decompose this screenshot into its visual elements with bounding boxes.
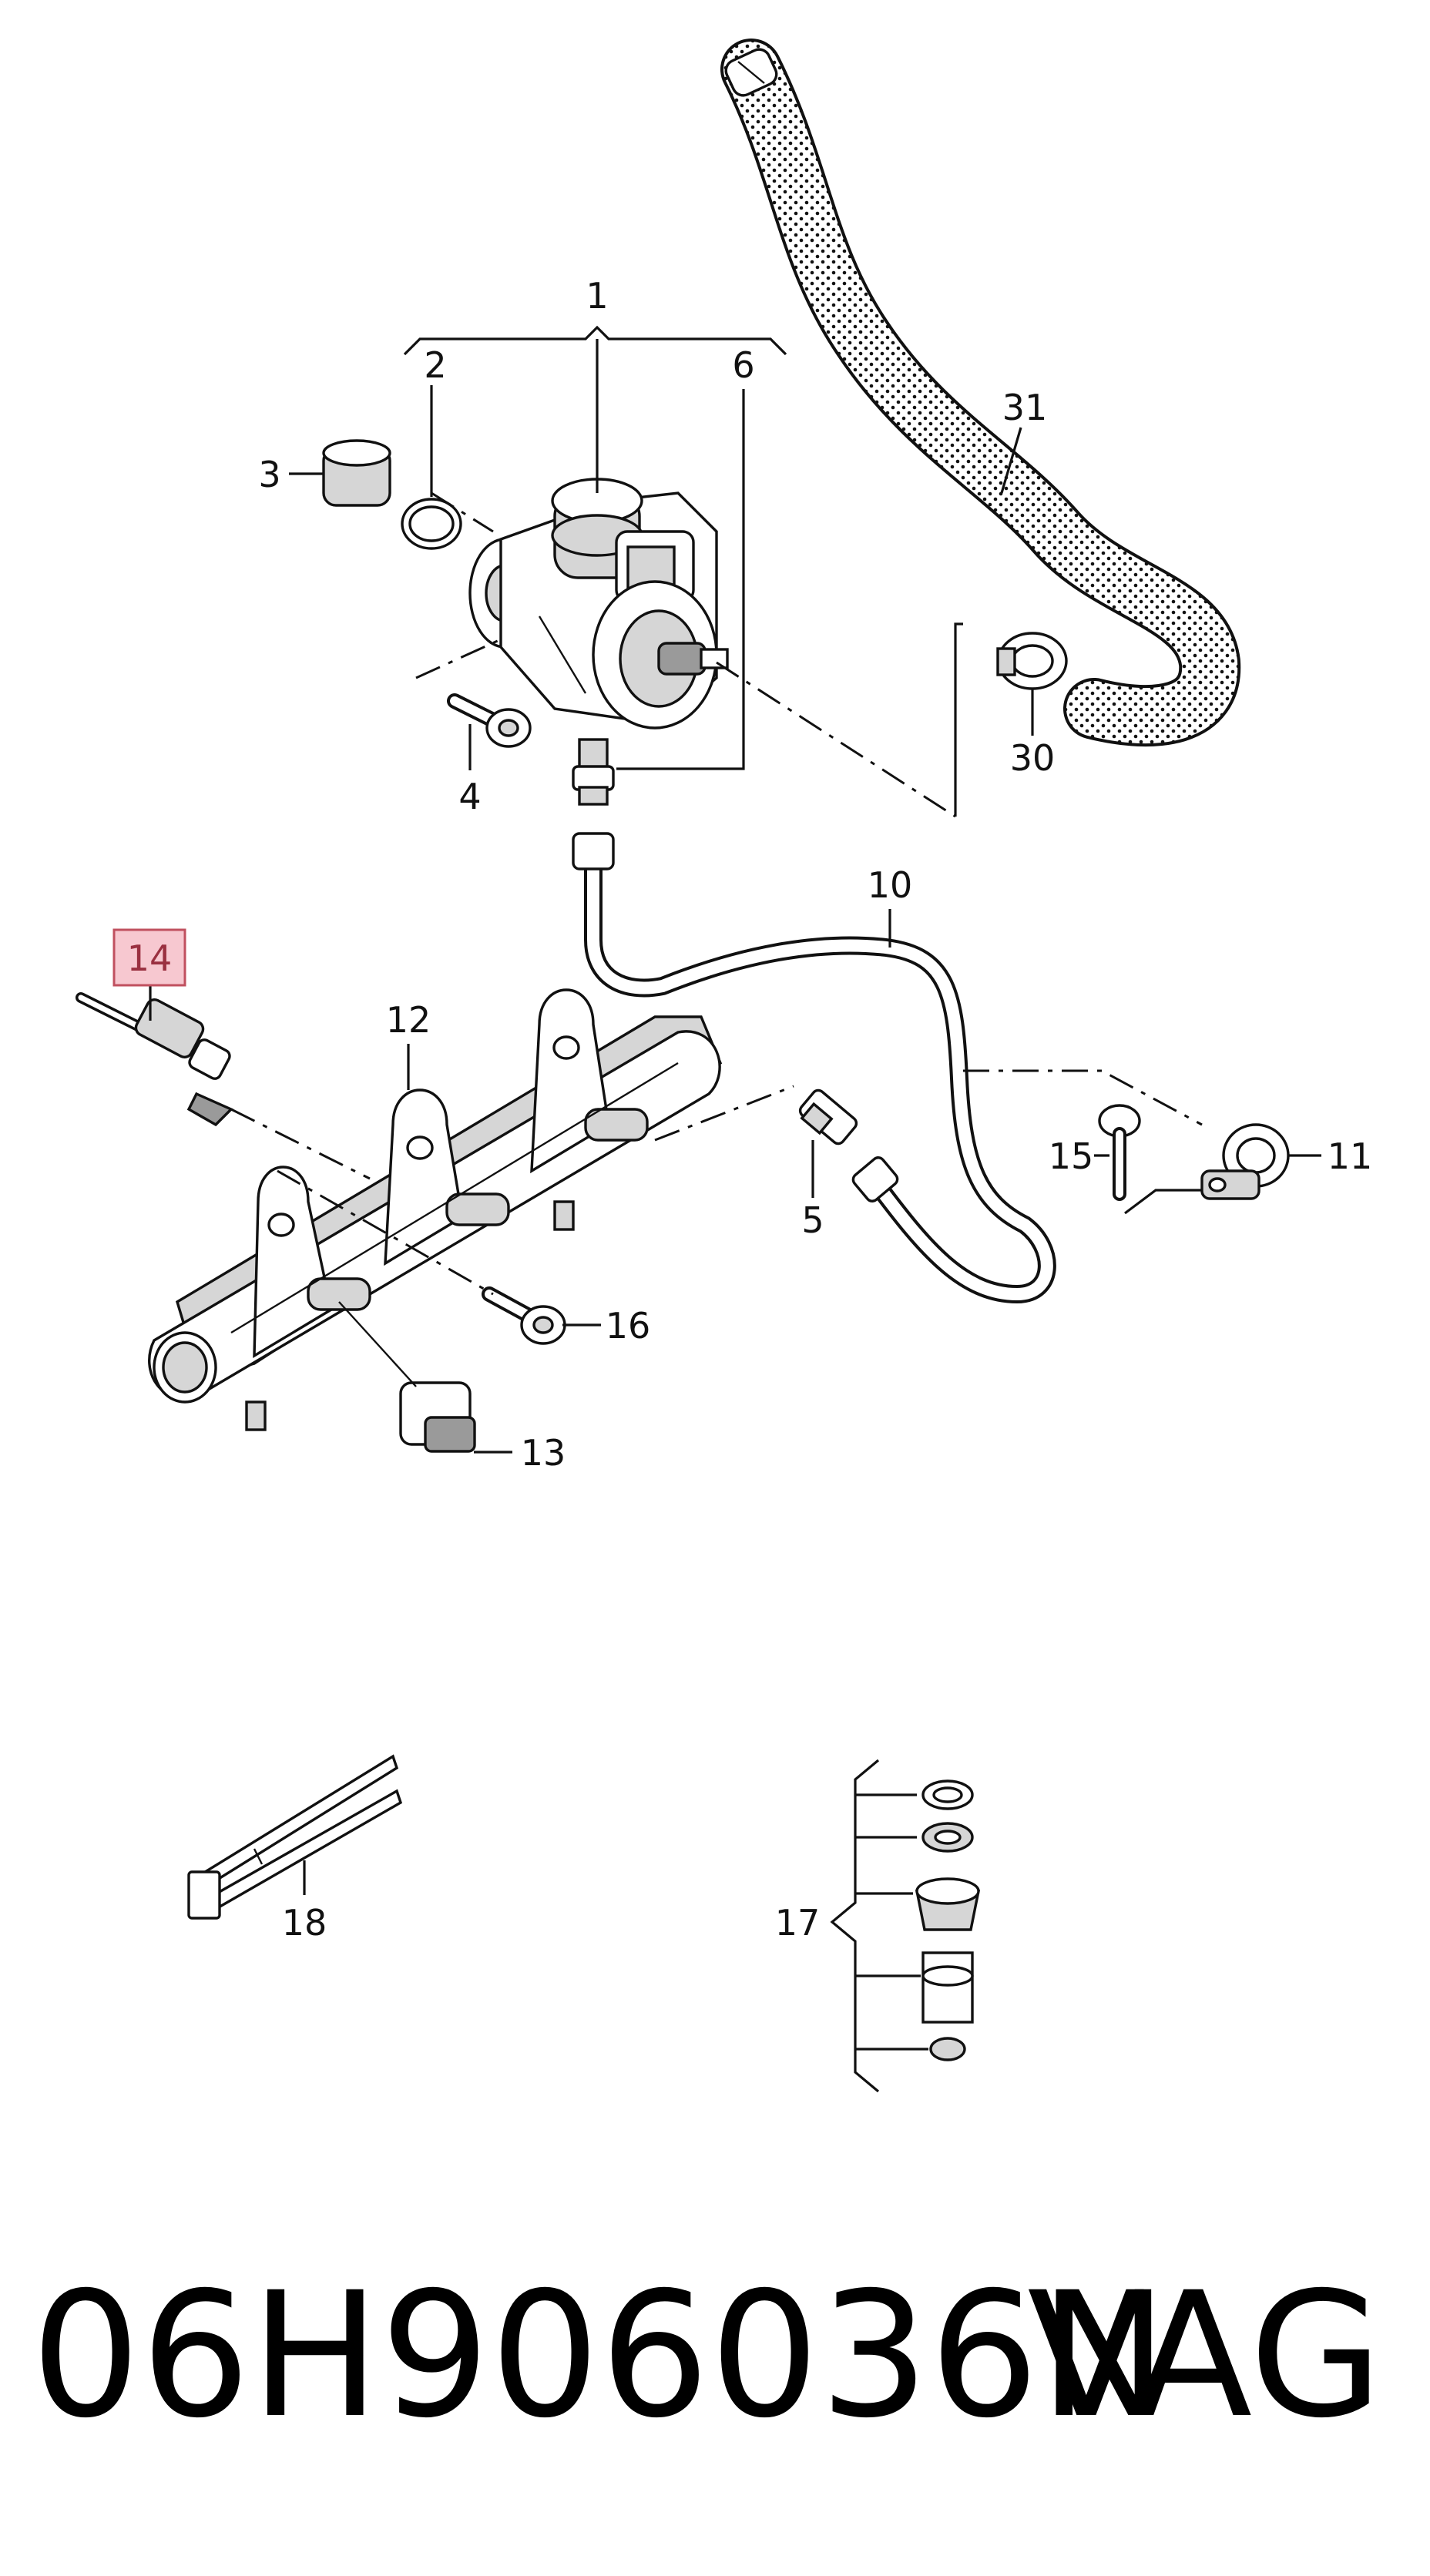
callout-17: 17 [775,1902,821,1944]
callout-14: 14 [127,937,173,979]
callout-15: 15 [1049,1135,1094,1177]
seal-kit-17 [915,1779,981,2061]
callout-4: 4 [458,776,481,817]
callout-14-highlight [112,928,186,987]
union-fitting-5 [798,1088,858,1145]
callout-31: 31 [1002,387,1048,428]
callout-12: 12 [386,999,431,1041]
pressure-sensor-13 [338,1301,476,1453]
tappet-3 [322,439,391,507]
o-ring-2 [401,498,462,550]
callout-16: 16 [606,1305,651,1347]
part-number: 06H906036N [31,2255,1168,2456]
high-pressure-pump-1 [468,478,729,730]
callout-3: 3 [258,454,280,495]
pipe-clip-11 [1200,1123,1290,1200]
cable-ties-18 [187,1754,403,1920]
leader-lines [149,325,1321,2093]
callout-18: 18 [282,1902,327,1944]
bolt-16 [482,1286,566,1345]
hose-clamp-30 [996,632,1068,690]
callout-1: 1 [586,275,608,317]
callout-2: 2 [424,344,446,386]
brand-label: VAG [1027,2255,1383,2456]
callout-5: 5 [801,1199,824,1241]
callout-11: 11 [1328,1135,1373,1177]
callout-13: 13 [521,1432,566,1474]
bolt-4 [447,693,532,748]
union-fitting-6 [572,738,615,806]
callout-6: 6 [732,344,754,386]
dashed-assembly-lines [230,491,1203,1296]
hose-31 [720,39,1241,747]
callout-30: 30 [1010,737,1056,779]
fuel-pipe-10 [572,832,1056,1304]
injector-14 [76,992,233,1127]
callout-10: 10 [868,864,913,906]
fuel-rail-12 [148,988,723,1431]
bolt-15 [1098,1104,1141,1201]
